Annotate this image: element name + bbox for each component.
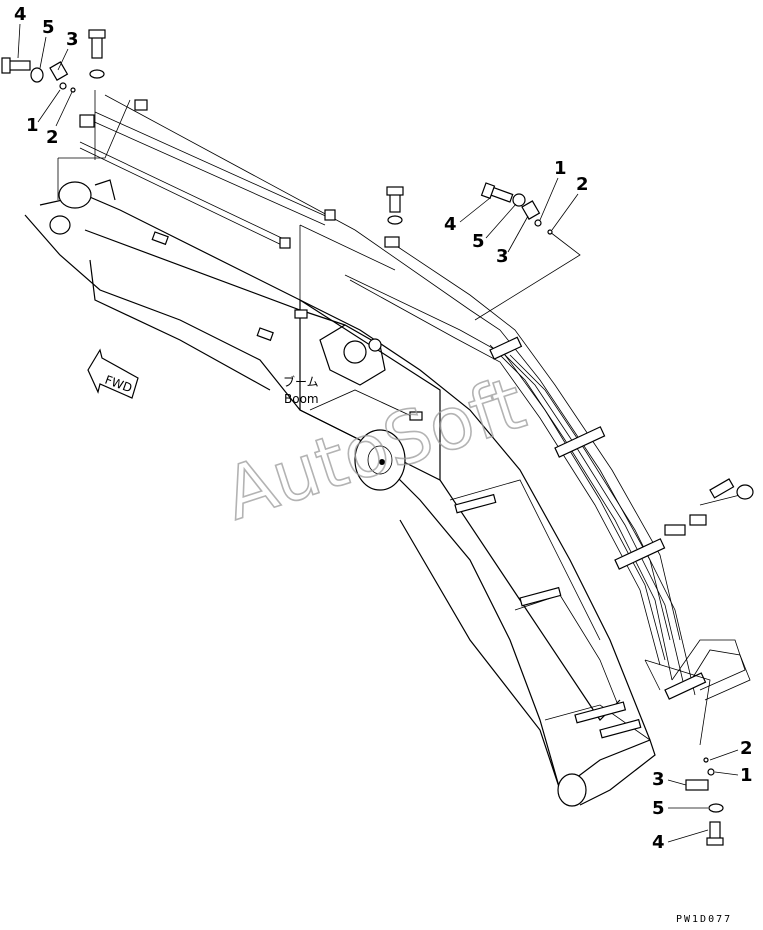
hardware-bottom-right (685, 478, 754, 846)
callout-3: 3 (652, 769, 665, 790)
callout-3: 3 (496, 246, 509, 267)
callout-1: 1 (554, 158, 567, 179)
callout-1: 1 (26, 115, 39, 136)
boom-label-en: Boom (284, 392, 319, 406)
boom-label-jp: ブーム (283, 374, 319, 389)
hydraulic-tubes (79, 94, 751, 701)
callout-1: 1 (740, 765, 753, 786)
callout-2: 2 (46, 127, 59, 148)
callout-4: 4 (652, 832, 665, 853)
callout-2: 2 (576, 174, 589, 195)
callout-5: 5 (652, 798, 665, 819)
drawing-code: PW1D077 (676, 914, 732, 925)
callout-5: 5 (42, 17, 55, 38)
leader-lines (57, 90, 741, 746)
callout-2: 2 (740, 738, 753, 759)
watermark: AutoSoft (214, 361, 534, 536)
callout-3: 3 (66, 29, 79, 50)
boom-structure (24, 179, 656, 807)
callout-5: 5 (472, 231, 485, 252)
callout-4: 4 (14, 4, 27, 25)
forward-direction-arrow: FWD (87, 348, 139, 399)
hardware-top-left (1, 29, 106, 93)
callout-4: 4 (444, 214, 457, 235)
callouts-top-right: 1 2 4 5 3 (444, 158, 589, 267)
callouts-bottom-right: 2 1 3 5 4 (652, 738, 753, 853)
hardware-top-right (386, 182, 553, 235)
callouts-top-left: 4 5 3 1 2 (14, 4, 79, 148)
